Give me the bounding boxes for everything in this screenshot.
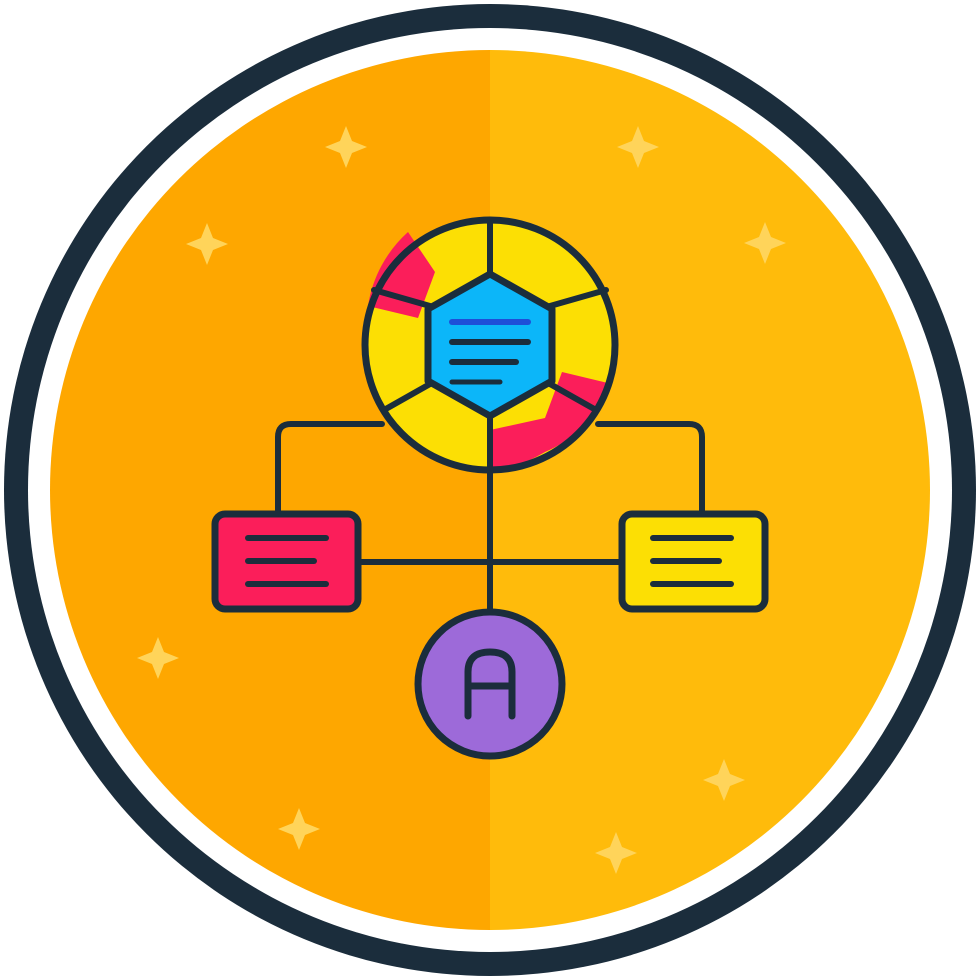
sparkle-icon [137,637,179,679]
center-node [361,216,619,474]
sparkle-icon [325,126,367,168]
connector-lines [275,421,705,615]
right-node [618,510,769,613]
sparkle-icon [744,222,786,264]
left-node [211,510,362,613]
sparkle-icon [278,808,320,850]
sparkle-icon [703,759,745,801]
sparkles [137,126,786,874]
letter-a-glyph [464,648,516,720]
bottom-node: A [414,608,566,760]
sparkle-icon [186,223,228,265]
sparkle-icon [617,126,659,168]
sparkle-icon [595,832,637,874]
